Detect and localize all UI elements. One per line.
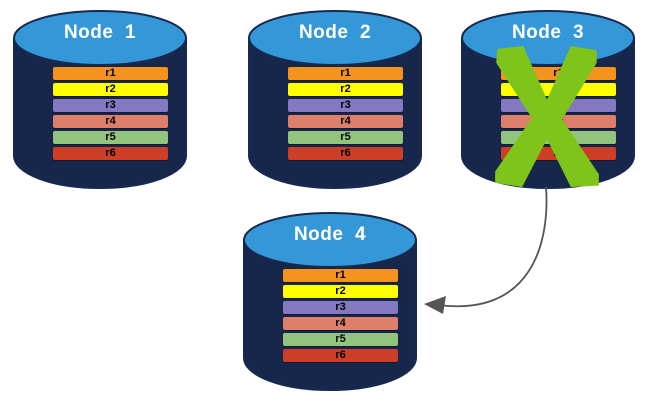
- row-label: r2: [105, 83, 116, 95]
- row-label: r6: [340, 147, 351, 159]
- row-bar-r3[interactable]: r3: [501, 99, 616, 112]
- row-bar-r6[interactable]: r6: [283, 349, 398, 362]
- row-list: r1 r2 r3 r4 r5 r6: [283, 269, 398, 365]
- row-label: r2: [553, 83, 564, 95]
- row-bar-r2[interactable]: r2: [283, 285, 398, 298]
- row-bar-r2[interactable]: r2: [53, 83, 168, 96]
- row-list: r1 r2 r3 r4 r5 r6: [288, 67, 403, 163]
- row-label: r5: [335, 333, 346, 345]
- row-list: r1 r2 r3 r4 r5 r6: [53, 67, 168, 163]
- row-label: r2: [340, 83, 351, 95]
- row-label: r5: [340, 131, 351, 143]
- cylinder-top-ellipse: [248, 10, 422, 66]
- row-bar-r3[interactable]: r3: [53, 99, 168, 112]
- row-bar-r4[interactable]: r4: [501, 115, 616, 128]
- row-bar-r6[interactable]: r6: [53, 147, 168, 160]
- row-bar-r6[interactable]: r6: [288, 147, 403, 160]
- row-label: r3: [105, 99, 116, 111]
- row-label: r4: [340, 115, 351, 127]
- cylinder-top-ellipse: [243, 212, 417, 268]
- row-bar-r1[interactable]: r1: [288, 67, 403, 80]
- row-label: r2: [335, 285, 346, 297]
- row-label: r4: [105, 115, 116, 127]
- row-label: r3: [335, 301, 346, 313]
- row-bar-r3[interactable]: r3: [283, 301, 398, 314]
- row-label: r6: [553, 147, 564, 159]
- row-label: r4: [335, 317, 346, 329]
- row-label: r6: [335, 349, 346, 361]
- row-bar-r4[interactable]: r4: [53, 115, 168, 128]
- row-label: r3: [553, 99, 564, 111]
- row-bar-r5[interactable]: r5: [53, 131, 168, 144]
- row-label: r1: [105, 67, 116, 79]
- row-bar-r6[interactable]: r6: [501, 147, 616, 160]
- arrow-line: [437, 186, 548, 308]
- row-label: r1: [335, 269, 346, 281]
- row-bar-r4[interactable]: r4: [283, 317, 398, 330]
- cylinder-top-ellipse: [461, 10, 635, 66]
- row-label: r3: [340, 99, 351, 111]
- row-label: r4: [553, 115, 564, 127]
- row-bar-r5[interactable]: r5: [288, 131, 403, 144]
- row-bar-r5[interactable]: r5: [501, 131, 616, 144]
- row-bar-r4[interactable]: r4: [288, 115, 403, 128]
- row-label: r6: [105, 147, 116, 159]
- row-bar-r1[interactable]: r1: [283, 269, 398, 282]
- row-bar-r3[interactable]: r3: [288, 99, 403, 112]
- row-label: r1: [553, 67, 564, 79]
- row-bar-r1[interactable]: r1: [53, 67, 168, 80]
- arrow-head: [424, 296, 446, 314]
- row-label: r5: [553, 131, 564, 143]
- row-bar-r1[interactable]: r1: [501, 67, 616, 80]
- row-label: r5: [105, 131, 116, 143]
- row-bar-r2[interactable]: r2: [288, 83, 403, 96]
- row-bar-r5[interactable]: r5: [283, 333, 398, 346]
- cylinder-top-ellipse: [13, 10, 187, 66]
- row-label: r1: [340, 67, 351, 79]
- row-list: r1 r2 r3 r4 r5 r6: [501, 67, 616, 163]
- row-bar-r2[interactable]: r2: [501, 83, 616, 96]
